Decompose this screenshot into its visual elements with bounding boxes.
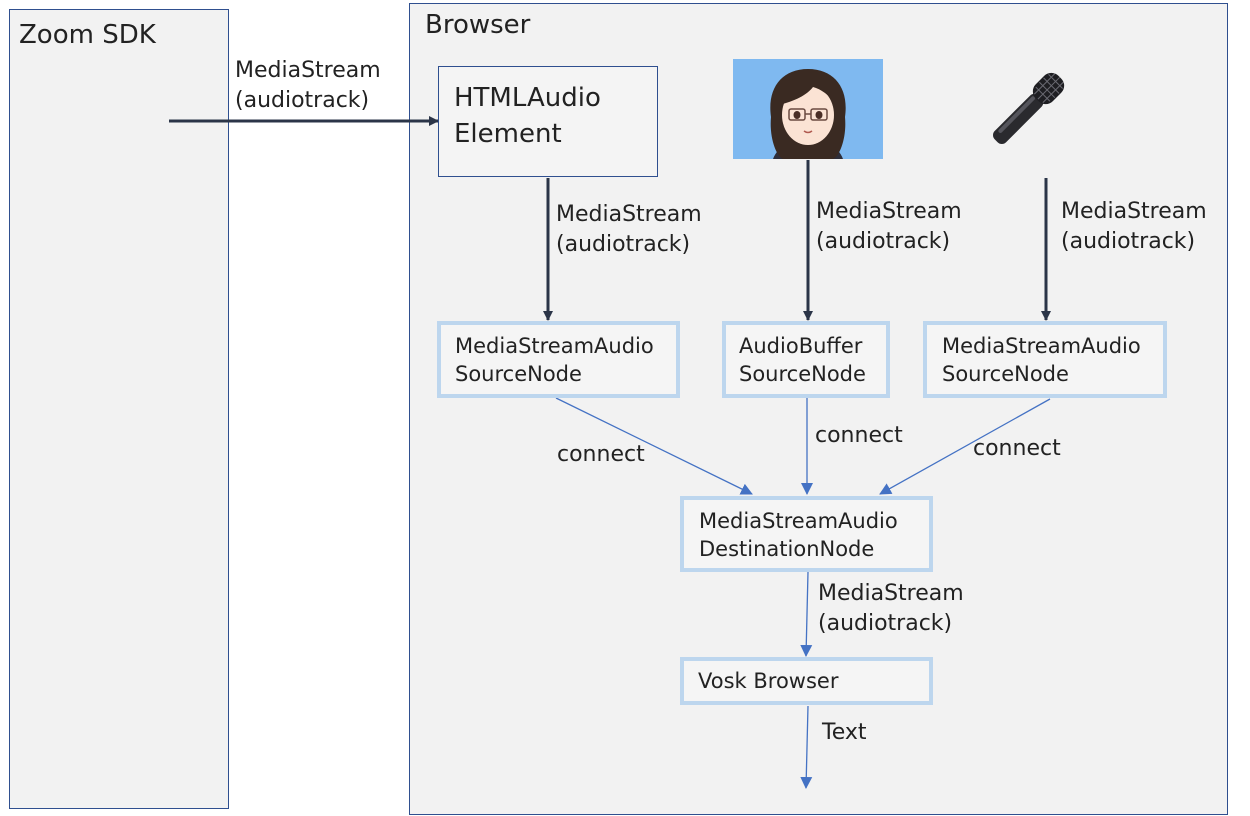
- browser-title: Browser: [425, 10, 531, 40]
- media-stream-audio-source-node-left: MediaStreamAudio SourceNode: [437, 321, 680, 398]
- audio-buffer-source-node: AudioBuffer SourceNode: [722, 321, 890, 398]
- label-zoom-stream: MediaStream (audiotrack): [235, 56, 381, 116]
- label-mic-stream-line2: (audiotrack): [1061, 229, 1196, 254]
- label-text-out: Text: [822, 720, 867, 745]
- buffer-node-line2: SourceNode: [739, 362, 866, 386]
- arrow-vosk-text-out: [800, 705, 813, 789]
- html-audio-label-line1: HTMLAudio: [454, 83, 601, 113]
- label-dest-stream-line1: MediaStream: [818, 581, 964, 606]
- label-avatar-stream-line1: MediaStream: [816, 199, 962, 224]
- destination-node-line1: MediaStreamAudio: [699, 509, 898, 533]
- source-node-right-line2: SourceNode: [942, 362, 1069, 386]
- arrow-connect-left: [555, 397, 753, 495]
- avatar-icon: [733, 59, 883, 159]
- source-node-left-line1: MediaStreamAudio: [455, 334, 654, 358]
- arrow-connect-right: [879, 398, 1051, 495]
- label-mic-stream-line1: MediaStream: [1061, 199, 1207, 224]
- source-node-right-line1: MediaStreamAudio: [942, 334, 1141, 358]
- label-connect-right: connect: [973, 436, 1061, 461]
- html-audio-element-box: HTMLAudio Element: [438, 66, 658, 177]
- html-audio-label-line2: Element: [454, 119, 562, 149]
- destination-node-line2: DestinationNode: [699, 537, 875, 561]
- label-html-stream: MediaStream (audiotrack): [556, 200, 702, 260]
- source-node-left-line2: SourceNode: [455, 362, 582, 386]
- buffer-node-line1: AudioBuffer: [739, 334, 863, 358]
- media-stream-audio-destination-node: MediaStreamAudio DestinationNode: [680, 496, 933, 572]
- arrow-dest-to-vosk: [800, 571, 813, 657]
- label-dest-stream-line2: (audiotrack): [818, 611, 953, 636]
- label-html-stream-line2: (audiotrack): [556, 232, 691, 257]
- label-zoom-stream-line1: MediaStream: [235, 58, 381, 83]
- label-dest-stream: MediaStream (audiotrack): [818, 579, 964, 639]
- label-mic-stream: MediaStream (audiotrack): [1061, 197, 1207, 257]
- vosk-browser-node: Vosk Browser: [680, 657, 933, 705]
- vosk-browser-label: Vosk Browser: [698, 669, 839, 693]
- label-html-stream-line1: MediaStream: [556, 202, 702, 227]
- zoom-sdk-region: Zoom SDK: [9, 9, 229, 809]
- label-connect-mid: connect: [815, 423, 903, 448]
- zoom-sdk-title: Zoom SDK: [19, 20, 156, 50]
- label-avatar-stream-line2: (audiotrack): [816, 229, 951, 254]
- microphone-icon: [978, 62, 1078, 157]
- label-zoom-stream-line2: (audiotrack): [235, 88, 370, 113]
- media-stream-audio-source-node-right: MediaStreamAudio SourceNode: [923, 321, 1167, 398]
- label-connect-left: connect: [557, 442, 645, 467]
- label-avatar-stream: MediaStream (audiotrack): [816, 197, 962, 257]
